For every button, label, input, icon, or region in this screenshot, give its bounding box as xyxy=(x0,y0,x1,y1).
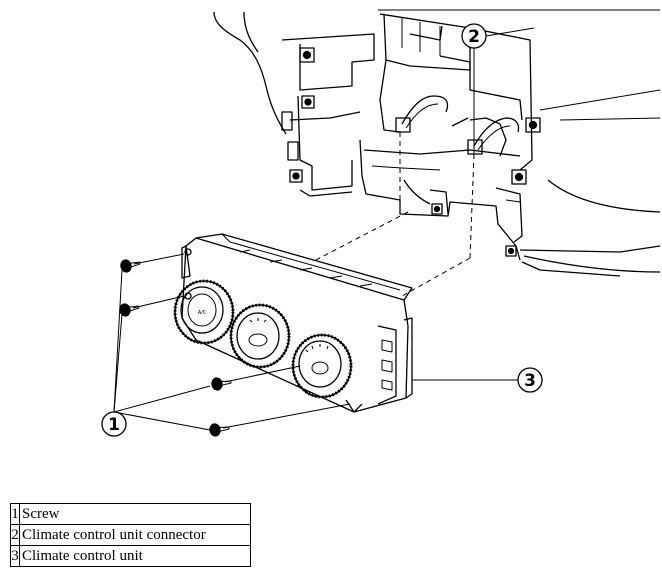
assembly-guide-lines xyxy=(311,132,475,297)
climate-control-unit xyxy=(173,233,413,413)
legend-table: 1 Screw 2 Climate control unit connector… xyxy=(10,503,251,567)
screw-icon xyxy=(119,253,351,437)
callout-2-number: 2 xyxy=(468,27,480,47)
mode-knob xyxy=(229,303,291,369)
knob-label: A/C xyxy=(198,310,207,316)
leader-lines xyxy=(113,27,535,431)
dashboard-bracket xyxy=(213,9,661,277)
legend-number: 2 xyxy=(10,524,20,546)
temperature-knob xyxy=(291,333,353,399)
fan-knob xyxy=(173,279,235,345)
legend-number: 1 xyxy=(10,503,20,525)
callout-1-number: 1 xyxy=(108,415,120,435)
removal-diagram: 1 2 3 A/C xyxy=(101,9,661,437)
legend-row: 2 Climate control unit connector xyxy=(10,524,251,546)
legend-label: Screw xyxy=(19,503,251,525)
legend-label: Climate control unit xyxy=(19,545,251,567)
callout-3-number: 3 xyxy=(524,371,536,391)
legend-label: Climate control unit connector xyxy=(19,524,251,546)
legend-row: 1 Screw xyxy=(10,503,251,525)
callout-2 xyxy=(461,23,487,49)
legend-row: 3 Climate control unit xyxy=(10,545,251,567)
callout-3 xyxy=(517,367,543,393)
legend-number: 3 xyxy=(10,545,20,567)
callout-1 xyxy=(101,411,127,437)
